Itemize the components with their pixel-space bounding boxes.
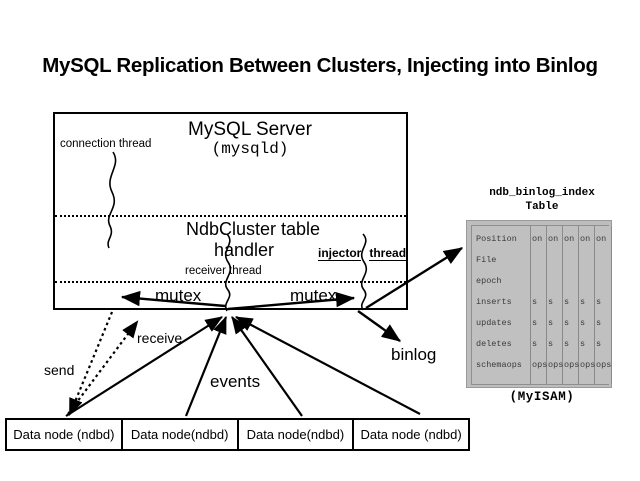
binlog-index-row-label: epoch xyxy=(476,276,502,286)
mutex-label-left: mutex xyxy=(155,286,202,305)
binlog-index-row-label: inserts xyxy=(476,297,512,307)
binlog-index-cell: s xyxy=(532,297,538,307)
binlog-index-cell: ops xyxy=(532,360,548,370)
binlog-index-cell: ops xyxy=(580,360,596,370)
binlog-index-cell: s xyxy=(532,339,538,349)
connection-thread-label: connection thread xyxy=(60,138,152,150)
binlog-index-row-label: Position xyxy=(476,234,517,244)
binlog-index-row: File xyxy=(472,251,608,270)
binlog-index-column xyxy=(594,226,612,384)
data-node-label: Data node (ndbd) xyxy=(13,427,115,442)
binlog-index-cell: ops xyxy=(596,360,612,370)
storage-engine-label: (MyISAM) xyxy=(509,390,575,404)
injector-thread-word2: thread xyxy=(369,246,407,261)
data-node-row: Data node (ndbd) Data node(ndbd) Data node… xyxy=(5,418,470,451)
receive-label: receive xyxy=(137,330,183,346)
send-label: send xyxy=(44,362,75,378)
data-node-box: Data node(ndbd) xyxy=(120,418,239,451)
binlog-index-cell: s xyxy=(580,318,586,328)
binlog-index-cell: on xyxy=(532,234,543,244)
send-arrow xyxy=(68,311,114,417)
binlog-index-table-caption: ndb_binlog_index Table xyxy=(462,186,622,214)
binlog-write-arrow xyxy=(357,310,401,342)
binlog-label: binlog xyxy=(391,345,437,364)
events-arrow-4 xyxy=(235,316,421,415)
binlog-index-cell: s xyxy=(548,297,554,307)
data-node-box: Data node (ndbd) xyxy=(352,418,470,451)
server-divider-upper xyxy=(55,215,406,217)
binlog-index-caption-line2: Table xyxy=(525,201,559,213)
binlog-index-cell: on xyxy=(596,234,607,244)
receive-arrow xyxy=(67,320,139,415)
binlog-index-cell: on xyxy=(564,234,575,244)
binlog-index-caption-line1: ndb_binlog_index xyxy=(489,187,595,199)
mutex-label-right: mutex xyxy=(290,286,337,305)
mysql-server-title: MySQL Server xyxy=(188,119,312,140)
binlog-index-row-label: deletes xyxy=(476,339,512,349)
binlog-index-row-label: updates xyxy=(476,318,512,328)
binlog-index-cell: s xyxy=(596,339,602,349)
injector-thread-label: injector thread xyxy=(318,246,407,261)
data-node-label: Data node(ndbd) xyxy=(130,427,229,442)
binlog-index-cell: s xyxy=(548,339,554,349)
receiver-thread-label: receiver thread xyxy=(185,265,262,277)
binlog-index-cell: s xyxy=(532,318,538,328)
ndbcluster-handler-line1: NdbCluster table xyxy=(186,219,321,239)
data-node-box: Data node (ndbd) xyxy=(5,418,123,451)
binlog-index-cell: s xyxy=(596,318,602,328)
binlog-index-cell: s xyxy=(564,318,570,328)
binlog-index-cell: s xyxy=(580,297,586,307)
binlog-index-cell: s xyxy=(596,297,602,307)
mysqld-process-label: (mysqld) xyxy=(211,140,289,158)
binlog-index-cell: ops xyxy=(564,360,580,370)
binlog-index-cell: s xyxy=(564,297,570,307)
binlog-index-row: epoch xyxy=(472,272,608,291)
server-divider-lower xyxy=(55,281,406,283)
injector-thread-word1: injector xyxy=(318,246,362,261)
data-node-box: Data node(ndbd) xyxy=(236,418,355,451)
binlog-index-cell: s xyxy=(548,318,554,328)
binlog-index-cell: ops xyxy=(548,360,564,370)
data-node-label: Data node (ndbd) xyxy=(360,427,462,442)
binlog-index-cell: s xyxy=(580,339,586,349)
ndbcluster-handler-line2: handler xyxy=(214,240,275,260)
data-node-label: Data node(ndbd) xyxy=(246,427,345,442)
binlog-index-cell: on xyxy=(548,234,559,244)
binlog-index-cell: on xyxy=(580,234,591,244)
binlog-index-row-label: schemaops xyxy=(476,360,522,370)
page-title: MySQL Replication Between Clusters, Inje… xyxy=(42,54,598,77)
events-arrow-2 xyxy=(184,315,228,417)
events-arrow-3 xyxy=(231,316,303,417)
binlog-index-cell: s xyxy=(564,339,570,349)
events-label: events xyxy=(210,372,261,391)
binlog-index-row-label: File xyxy=(476,255,497,265)
